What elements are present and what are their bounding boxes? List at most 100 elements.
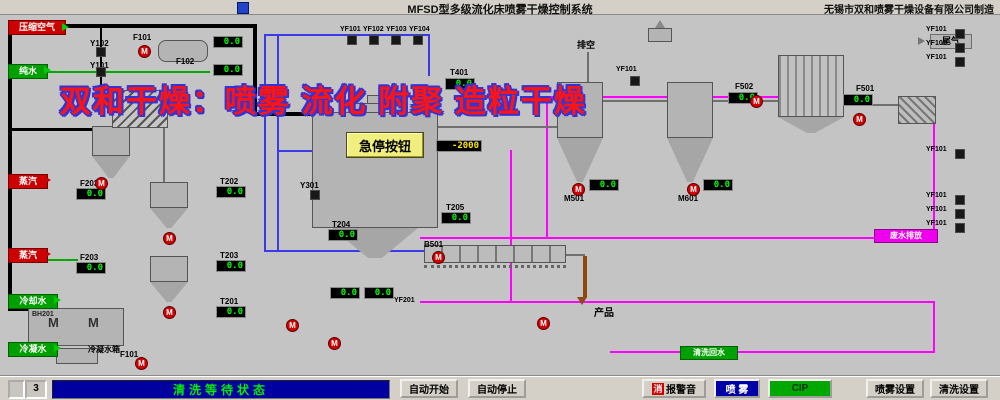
cip-button[interactable]: CIP	[768, 379, 832, 398]
button-label: 喷 雾	[725, 385, 749, 396]
label: F502	[735, 82, 754, 91]
valve-icon[interactable]	[369, 35, 379, 45]
pump-icon[interactable]: M	[687, 183, 700, 196]
feed-label: 废水排放	[874, 229, 938, 243]
pipe	[10, 128, 92, 131]
label: M	[88, 315, 99, 330]
label: Y101	[90, 61, 109, 70]
valve-icon[interactable]	[955, 57, 965, 67]
valve-icon[interactable]	[955, 223, 965, 233]
valve-icon[interactable]	[955, 195, 965, 205]
pipe	[277, 34, 279, 252]
vessel-drum	[158, 40, 208, 62]
emergency-stop-button[interactable]: 急停按钮	[346, 132, 424, 158]
pipe	[583, 256, 587, 298]
status-text: 清洗等待状态	[172, 383, 269, 397]
pump-icon[interactable]: M	[135, 357, 148, 370]
spray-button[interactable]: 喷 雾	[714, 379, 760, 398]
pump-icon[interactable]: M	[138, 45, 151, 58]
valve-icon[interactable]	[955, 43, 965, 53]
auto-start-button[interactable]: 自动开始	[400, 379, 458, 398]
label: YF201	[394, 297, 415, 304]
vessel-cone	[667, 138, 713, 182]
pipe	[279, 150, 312, 152]
valve-icon[interactable]	[347, 35, 357, 45]
manufacturer-label: 无锡市双和喷雾干燥设备有限公司制造	[824, 5, 994, 16]
label: F102	[176, 57, 195, 66]
arrow-icon	[577, 297, 587, 305]
feed-label: 冷凝水	[8, 342, 58, 357]
pipe	[510, 150, 512, 302]
label: YF101	[926, 54, 947, 61]
vessel-cone	[778, 117, 844, 133]
label: B501	[424, 240, 444, 249]
pump-icon[interactable]: M	[286, 319, 299, 332]
vessel-cone	[92, 156, 130, 178]
valve-icon[interactable]	[413, 35, 423, 45]
pump-icon[interactable]: M	[95, 177, 108, 190]
pump-icon[interactable]: M	[163, 306, 176, 319]
label: YF104	[409, 26, 430, 33]
value-display-M501: 0.0	[589, 179, 619, 191]
mute-icon: 消	[652, 382, 664, 395]
pipe	[546, 96, 548, 238]
value-display-T201: 0.0	[216, 306, 246, 318]
mute-alarm-button[interactable]: 消报警音	[642, 379, 706, 398]
label: YF101	[926, 40, 947, 47]
vessel-body	[150, 182, 188, 208]
vessel-body	[150, 256, 188, 282]
vessel-dots	[424, 265, 566, 269]
pump-icon[interactable]: M	[853, 113, 866, 126]
pump-icon[interactable]: M	[572, 183, 585, 196]
valve-icon[interactable]	[391, 35, 401, 45]
label: YF101	[926, 26, 947, 33]
feed-label: 蒸汽	[8, 248, 48, 263]
button-label: CIP	[791, 383, 809, 394]
spray-settings-button[interactable]: 喷雾设置	[866, 379, 924, 398]
valve-icon[interactable]	[96, 67, 106, 77]
button-label: 自动停止	[477, 385, 517, 396]
wash-settings-button[interactable]: 清洗设置	[930, 379, 988, 398]
pump-icon[interactable]: M	[328, 337, 341, 350]
valve-icon[interactable]	[310, 190, 320, 200]
pump-icon[interactable]: M	[750, 95, 763, 108]
valve-icon[interactable]	[96, 47, 106, 57]
label: YF102	[363, 26, 384, 33]
feed-label: 压缩空气	[8, 20, 66, 35]
label: T204	[332, 220, 351, 229]
label: F501	[856, 84, 875, 93]
pipe	[30, 71, 210, 73]
feed-label: 蒸汽	[8, 174, 48, 189]
app-icon	[237, 2, 249, 14]
pipe	[420, 237, 935, 239]
pipe	[30, 259, 78, 261]
value-display-T301: -2000	[436, 140, 482, 152]
value-display-F501: 0.0	[843, 94, 873, 106]
pump-icon[interactable]: M	[432, 251, 445, 264]
label: 排空	[577, 40, 596, 50]
arrow-icon	[54, 344, 61, 352]
label: T202	[220, 177, 239, 186]
valve-icon[interactable]	[630, 76, 640, 86]
pipe	[264, 34, 266, 252]
value-display-F201: 0.0	[213, 64, 243, 76]
arrow-icon	[44, 250, 51, 258]
valve-icon[interactable]	[955, 29, 965, 39]
pump-icon[interactable]: M	[163, 232, 176, 245]
vessel-body	[557, 82, 603, 138]
valve-icon[interactable]	[955, 209, 965, 219]
pipe	[253, 112, 315, 116]
pipe	[8, 24, 256, 28]
vessel-tubes	[778, 55, 844, 117]
auto-stop-button[interactable]: 自动停止	[468, 379, 526, 398]
pipe	[428, 34, 430, 76]
pump-icon[interactable]: M	[537, 317, 550, 330]
arrow-icon	[62, 23, 69, 31]
valve-icon[interactable]	[955, 149, 965, 159]
label: M501	[564, 194, 585, 203]
vessel-cone	[150, 208, 188, 228]
label: Y301	[300, 181, 319, 190]
pipe	[933, 96, 935, 238]
